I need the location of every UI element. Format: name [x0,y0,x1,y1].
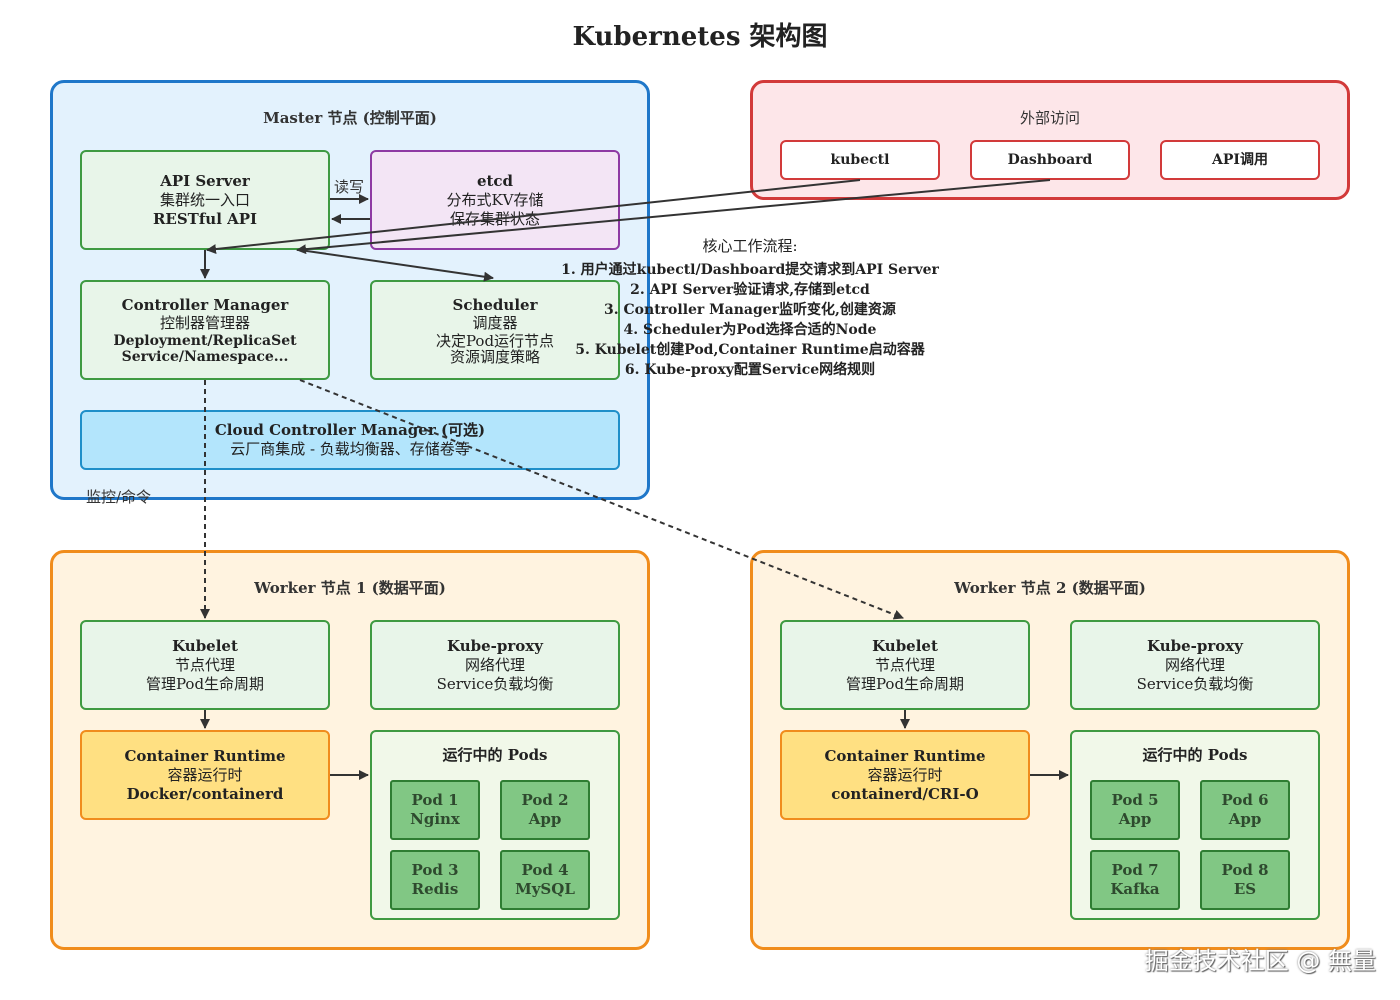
kubelet-desc-2: 管理Pod生命周期 [845,674,965,693]
controller-manager-controllers: Deployment/ReplicaSet [113,333,297,349]
pod-name: Pod 4 [521,861,569,879]
scheduler-name: Scheduler [452,296,538,314]
etcd-box[interactable]: etcd 分布式KV存储 保存集群状态 [370,150,620,250]
runtime-desc: 容器运行时 [167,765,243,784]
pod-app: ES [1233,880,1257,898]
cloud-controller-manager-box[interactable]: Cloud Controller Manager (可选) 云厂商集成 - 负载… [80,410,620,470]
core-workflow: 核心工作流程: 1. 用户通过kubectl/Dashboard提交请求到API… [560,236,940,380]
workflow-step: 6. Kube-proxy配置Service网络规则 [624,362,876,378]
external-access-title: 外部访问 [1019,109,1080,127]
kubelet-name: Kubelet [872,636,938,655]
workflow-title: 核心工作流程: [702,237,798,255]
kube-proxy-desc: 网络代理 [1164,655,1225,674]
api-server-desc: 集群统一入口 [159,190,250,209]
kubectl-box[interactable]: kubectl [780,140,940,180]
pod-2[interactable]: Pod 2 App [500,780,590,840]
controller-manager-desc: 控制器管理器 [159,314,250,332]
pod-name: Pod 1 [411,791,459,809]
pod-1[interactable]: Pod 1 Nginx [390,780,480,840]
kube-proxy-name: Kube-proxy [447,636,543,655]
kubectl-label: kubectl [830,151,890,168]
workflow-step: 3. Controller Manager监听变化,创建资源 [604,302,896,318]
worker2-container-runtime-box[interactable]: Container Runtime 容器运行时 containerd/CRI-O [780,730,1030,820]
pod-8[interactable]: Pod 8 ES [1200,850,1290,910]
pod-app: App [528,810,562,828]
kube-proxy-desc-2: Service负载均衡 [1136,674,1254,693]
pod-app: Kafka [1110,880,1160,898]
pod-4[interactable]: Pod 4 MySQL [500,850,590,910]
watermark: 掘金技术社区 @ 無量 [1144,947,1376,975]
workflow-step: 1. 用户通过kubectl/Dashboard提交请求到API Server [561,262,939,278]
workflow-step: 2. API Server验证请求,存储到etcd [630,282,870,298]
worker1-kubelet-box[interactable]: Kubelet 节点代理 管理Pod生命周期 [80,620,330,710]
worker1-container-runtime-box[interactable]: Container Runtime 容器运行时 Docker/container… [80,730,330,820]
kube-proxy-name: Kube-proxy [1147,636,1243,655]
pod-7[interactable]: Pod 7 Kafka [1090,850,1180,910]
monitor-command-label: 监控/命令 [86,488,152,506]
kubelet-name: Kubelet [172,636,238,655]
pod-app: MySQL [515,880,575,898]
kubelet-desc: 节点代理 [174,655,235,674]
pod-name: Pod 8 [1221,861,1269,879]
master-node-title: Master 节点 (控制平面) [263,109,437,127]
pod-app: App [1118,810,1152,828]
pod-app: App [1228,810,1262,828]
worker-node-1-title: Worker 节点 1 (数据平面) [254,579,446,597]
controller-manager-controllers-2: Service/Namespace... [121,349,289,365]
dashboard-box[interactable]: Dashboard [970,140,1130,180]
etcd-desc: 分布式KV存储 [446,190,544,209]
pod-name: Pod 6 [1221,791,1269,809]
read-write-label: 读写 [334,178,365,196]
scheduler-desc-2: 决定Pod运行节点 [435,332,555,350]
scheduler-box[interactable]: Scheduler 调度器 决定Pod运行节点 资源调度策略 [370,280,620,380]
kube-proxy-desc: 网络代理 [464,655,525,674]
workflow-step: 4. Scheduler为Pod选择合适的Node [623,322,877,338]
etcd-name: etcd [476,171,514,190]
api-call-box[interactable]: API调用 [1160,140,1320,180]
dashboard-label: Dashboard [1007,151,1093,168]
pod-6[interactable]: Pod 6 App [1200,780,1290,840]
kubelet-desc: 节点代理 [874,655,935,674]
pod-app: Redis [411,880,459,898]
runtime-name: Container Runtime [124,746,286,765]
pod-name: Pod 2 [521,791,569,809]
worker2-kube-proxy-box[interactable]: Kube-proxy 网络代理 Service负载均衡 [1070,620,1320,710]
runtime-desc: 容器运行时 [867,765,943,784]
pods-group-title: 运行中的 Pods [442,746,548,764]
worker1-kube-proxy-box[interactable]: Kube-proxy 网络代理 Service负载均衡 [370,620,620,710]
workflow-step: 5. Kubelet创建Pod,Container Runtime启动容器 [575,342,925,358]
api-server-protocol: RESTful API [152,209,258,228]
kube-proxy-desc-2: Service负载均衡 [436,674,554,693]
etcd-desc-2: 保存集群状态 [449,209,540,228]
api-server-name: API Server [160,171,250,190]
runtime-impl: containerd/CRI-O [831,784,979,803]
api-call-label: API调用 [1212,151,1268,168]
pod-name: Pod 7 [1111,861,1159,879]
runtime-name: Container Runtime [824,746,986,765]
pod-name: Pod 3 [411,861,459,879]
api-server-box[interactable]: API Server 集群统一入口 RESTful API [80,150,330,250]
scheduler-desc-3: 资源调度策略 [449,348,540,366]
pod-3[interactable]: Pod 3 Redis [390,850,480,910]
pod-name: Pod 5 [1111,791,1159,809]
runtime-impl: Docker/containerd [126,784,284,803]
kubelet-desc-2: 管理Pod生命周期 [145,674,265,693]
worker2-kubelet-box[interactable]: Kubelet 节点代理 管理Pod生命周期 [780,620,1030,710]
pods-group-title: 运行中的 Pods [1142,746,1248,764]
diagram-title: Kubernetes 架构图 [572,22,828,52]
scheduler-desc: 调度器 [472,314,518,332]
cloud-controller-desc: 云厂商集成 - 负载均衡器、存储卷等 [230,440,470,458]
pod-5[interactable]: Pod 5 App [1090,780,1180,840]
pod-app: Nginx [410,810,460,828]
worker-node-2-title: Worker 节点 2 (数据平面) [954,579,1146,597]
cloud-controller-name: Cloud Controller Manager (可选) [214,421,486,439]
controller-manager-box[interactable]: Controller Manager 控制器管理器 Deployment/Rep… [80,280,330,380]
controller-manager-name: Controller Manager [121,296,289,314]
